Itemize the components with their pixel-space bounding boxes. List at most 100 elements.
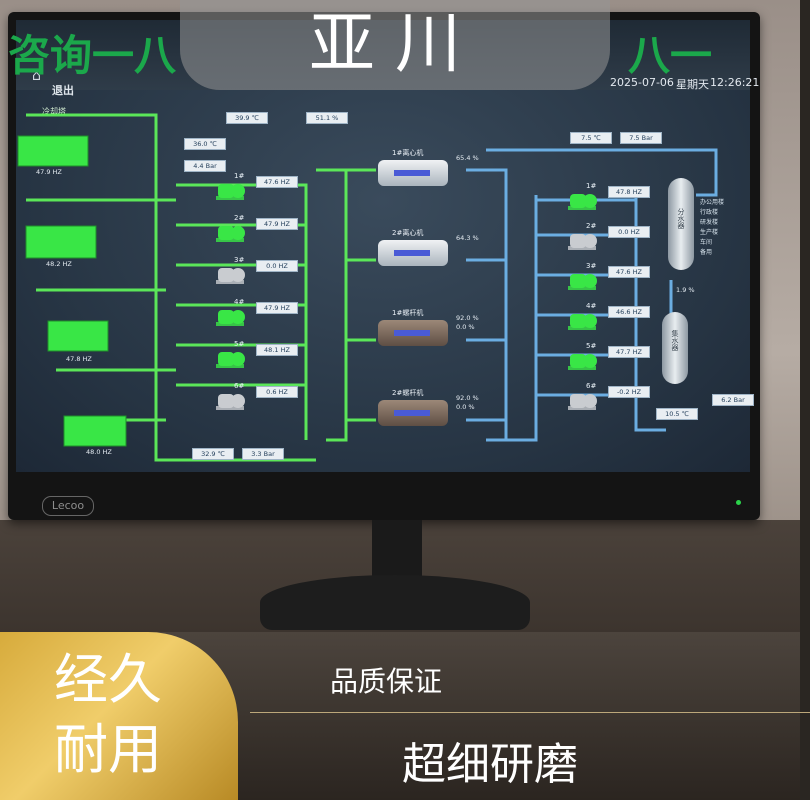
exit-button[interactable]: 退出	[52, 84, 74, 97]
header-weekday: 星期天	[676, 78, 709, 91]
tower-hz-3: 47.8 HZ	[66, 355, 92, 363]
grind-tagline: 超细研磨	[402, 739, 578, 790]
branch-item: 办公用楼	[700, 199, 725, 206]
tower-hz-4: 48.0 HZ	[86, 448, 112, 456]
reading-bottom-temp: 32.9 ℃	[192, 448, 234, 460]
gold-badge-panel	[0, 632, 238, 800]
reading-right-temp: 7.5 ℃	[570, 132, 612, 144]
pump-icon[interactable]	[216, 222, 246, 248]
chiller-load: 92.0 %	[456, 394, 479, 402]
branch-item: 行政楼	[700, 209, 719, 216]
cooling-pump-label: 3#	[234, 256, 245, 264]
promo-divider	[250, 712, 810, 713]
cooling-tower-title: 冷却塔	[42, 107, 66, 116]
chiller-unit[interactable]	[378, 400, 448, 426]
chiller-indicator	[394, 250, 430, 256]
chiller-secondary-load: 0.0 %	[456, 403, 475, 411]
pump-icon[interactable]	[568, 230, 598, 256]
mid-percent: 1.9 %	[676, 286, 695, 294]
reading-left-temp: 36.0 ℃	[184, 138, 226, 150]
branch-legend: 办公用楼 行政楼 研发楼 生产楼 车间 备用	[700, 198, 724, 258]
cooling-pump-frequency: 0.6 HZ	[256, 386, 298, 398]
cooling-pump-label: 4#	[234, 298, 245, 306]
chiller-indicator	[394, 410, 430, 416]
header-time: 12:26:21	[710, 76, 760, 89]
cooling-pump-frequency: 0.0 HZ	[256, 260, 298, 272]
cooling-pump-label: 1#	[234, 172, 245, 180]
badge-line-1: 经久	[54, 648, 162, 711]
pump-icon[interactable]	[216, 306, 246, 332]
cooling-pump-label: 2#	[234, 214, 245, 222]
chiller-load: 92.0 %	[456, 314, 479, 322]
monitor-logo: Lecoo	[42, 496, 94, 516]
branch-item: 生产楼	[700, 229, 719, 236]
chilled-pump-frequency: 46.6 HZ	[608, 306, 650, 318]
collector-vessel[interactable]: 集水器	[662, 312, 688, 384]
tower-hz-1: 47.9 HZ	[36, 168, 62, 176]
chilled-pump-frequency: 47.7 HZ	[608, 346, 650, 358]
chiller-label: 2#离心机	[392, 229, 424, 237]
chilled-pump-label: 6#	[586, 382, 597, 390]
reading-top-temp: 39.9 ℃	[226, 112, 268, 124]
pump-icon[interactable]	[216, 264, 246, 290]
chiller-unit[interactable]	[378, 160, 448, 186]
brand-banner	[180, 0, 610, 90]
pump-icon[interactable]	[568, 390, 598, 416]
contact-fragment-right: 八一	[628, 31, 713, 80]
home-icon[interactable]: ⌂	[32, 68, 41, 84]
chiller-label: 1#离心机	[392, 149, 424, 157]
chilled-pump-label: 1#	[586, 182, 597, 190]
tower-hz-2: 48.2 HZ	[46, 260, 72, 268]
chilled-pump-frequency: 0.0 HZ	[608, 226, 650, 238]
quality-tagline: 品质保证	[330, 665, 443, 698]
chilled-pump-frequency: -0.2 HZ	[608, 386, 650, 398]
chiller-secondary-load: 0.0 %	[456, 323, 475, 331]
chilled-pump-label: 5#	[586, 342, 597, 350]
power-led	[736, 500, 741, 505]
pump-icon[interactable]	[568, 350, 598, 376]
brand-title: 亚川	[309, 5, 481, 82]
cooling-pump-frequency: 47.9 HZ	[256, 302, 298, 314]
chiller-load: 64.3 %	[456, 234, 479, 242]
reading-right-bottom-temp: 10.5 ℃	[656, 408, 698, 420]
branch-item: 备用	[700, 249, 713, 256]
chilled-pump-label: 3#	[586, 262, 597, 270]
chiller-indicator	[394, 330, 430, 336]
chilled-pump-frequency: 47.6 HZ	[608, 266, 650, 278]
pump-icon[interactable]	[568, 270, 598, 296]
chiller-unit[interactable]	[378, 320, 448, 346]
pump-icon[interactable]	[216, 348, 246, 374]
distributor-vessel[interactable]: 分水器	[668, 178, 694, 270]
reading-top-percent: 51.1 %	[306, 112, 348, 124]
cooling-pump-label: 6#	[234, 382, 245, 390]
pump-icon[interactable]	[216, 180, 246, 206]
pump-icon[interactable]	[568, 190, 598, 216]
cooling-pump-frequency: 47.6 HZ	[256, 176, 298, 188]
reading-bottom-pressure: 3.3 Bar	[242, 448, 284, 460]
reading-left-pressure: 4.4 Bar	[184, 160, 226, 172]
pump-icon[interactable]	[568, 310, 598, 336]
cooling-pump-frequency: 47.9 HZ	[256, 218, 298, 230]
chilled-pump-label: 2#	[586, 222, 597, 230]
chiller-label: 2#螺杆机	[392, 389, 424, 397]
header-date: 2025-07-06	[610, 76, 674, 89]
chiller-load: 65.4 %	[456, 154, 479, 162]
badge-line-2: 耐用	[54, 718, 162, 781]
chilled-pump-label: 4#	[586, 302, 597, 310]
cooling-towers	[17, 135, 127, 447]
collector-label: 集水器	[671, 330, 679, 351]
chiller-indicator	[394, 170, 430, 176]
monitor-stand-base	[260, 575, 530, 630]
scada-screen: ⌂ 退出 2025-07-06 星期天 12:26:21 冷却塔	[16, 20, 759, 472]
contact-fragment-left: 咨询一八	[8, 31, 177, 80]
distributor-label: 分水器	[677, 208, 685, 229]
pump-icon[interactable]	[216, 390, 246, 416]
branch-item: 研发楼	[700, 219, 719, 226]
chiller-label: 1#螺杆机	[392, 309, 424, 317]
cooling-pump-label: 5#	[234, 340, 245, 348]
cooling-pump-frequency: 48.1 HZ	[256, 344, 298, 356]
chiller-unit[interactable]	[378, 240, 448, 266]
branch-item: 车间	[700, 239, 713, 246]
reading-right-bottom-pressure: 6.2 Bar	[712, 394, 754, 406]
reading-right-pressure: 7.5 Bar	[620, 132, 662, 144]
